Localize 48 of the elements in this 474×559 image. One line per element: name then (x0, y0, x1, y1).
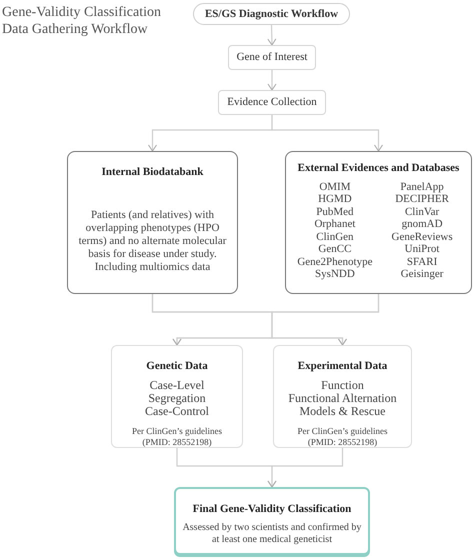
list-item: Function (321, 378, 364, 392)
list-item: Case-Level (150, 378, 204, 392)
database-name: HGMD (317, 193, 353, 206)
process-box (193, 3, 350, 25)
guideline-note: Per ClinGen’s guidelines (PMID: 28552198) (131, 426, 223, 448)
box-description: Assessed by two scientists and confirmed by at least one medical geneticist (182, 522, 362, 546)
node-label: Gene of Interest (236, 50, 308, 66)
box-heading: Final Gene-Validity Classification (192, 502, 352, 517)
box-heading: Genetic Data (146, 359, 208, 374)
database-name: gnomAD (400, 218, 444, 230)
database-name: ClinGen (315, 230, 355, 243)
database-name: PubMed (315, 206, 355, 218)
box-heading: External Evidences and Databases (298, 161, 460, 176)
process-box (174, 487, 370, 555)
database-name: UniProt (404, 243, 440, 256)
database-name: Gene2Phenotype (297, 256, 372, 268)
box-heading: Internal Biodatabank (102, 165, 204, 180)
process-box (67, 151, 238, 294)
box-heading: Experimental Data (298, 359, 388, 374)
database-name: Geisinger (400, 268, 444, 280)
database-name: SFARI (406, 256, 438, 268)
connector-arrow (268, 448, 344, 488)
database-name: Orphanet (313, 218, 356, 230)
database-name: GenCC (317, 243, 352, 256)
process-box (285, 151, 472, 294)
node-label: Evidence Collection (227, 95, 317, 110)
list-item: Functional Alternation (288, 392, 397, 404)
process-box (273, 345, 412, 448)
database-name: DECIPHER (394, 193, 450, 206)
process-box (228, 45, 316, 70)
database-name: OMIM (318, 180, 352, 193)
connector-arrow (268, 70, 276, 90)
node-label: ES/GS Diagnostic Workflow (204, 6, 338, 22)
connector-arrow (271, 294, 380, 346)
database-name: PanelApp (399, 180, 445, 193)
connector-arrow (271, 115, 383, 152)
process-box (218, 90, 326, 115)
diagram-title: Gene-Validity Classification Data Gathering Workflow (2, 4, 162, 38)
guideline-note: Per ClinGen’s guidelines (PMID: 28552198) (296, 426, 388, 448)
process-box (111, 345, 243, 448)
list-item: Case-Control (145, 404, 209, 418)
database-name: GeneReviews (390, 230, 454, 243)
list-item: Models & Rescue (299, 404, 386, 418)
list-item: Segregation (148, 392, 206, 404)
database-name: ClinVar (404, 206, 440, 218)
database-name: SysNDD (314, 268, 356, 280)
box-description: Patients (and relatives) with overlapping phenotypes (HPO terms) and no alternate molecular basis for disease under study. Including multiomics data (78, 208, 228, 274)
connector-arrow (267, 24, 276, 46)
